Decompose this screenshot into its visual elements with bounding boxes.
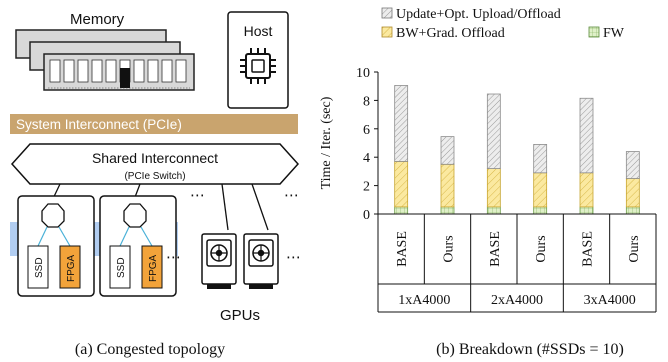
y-tick-label: 10	[356, 66, 370, 81]
x-tick-label: Ours	[627, 235, 642, 262]
y-tick-label: 8	[363, 94, 370, 109]
legend-label-update: Update+Opt. Upload/Offload	[396, 7, 561, 22]
y-axis-label: Time / Iter. (sec)	[319, 96, 334, 189]
x-tick-label: BASE	[395, 231, 410, 267]
y-axis: 0 2 4 6 8 10	[356, 66, 379, 223]
gpus-label: GPUs	[220, 307, 260, 324]
pcie-switch-label: (PCIe Switch)	[124, 171, 185, 182]
topology-panel: Memory Host	[10, 11, 301, 358]
x-group-label: 1xA4000	[398, 293, 450, 308]
bar-segment-update-opt-upload-offload	[579, 97, 594, 174]
memory-module-icon	[15, 29, 195, 91]
legend-swatch-fw	[588, 26, 600, 38]
x-tick-label: BASE	[581, 231, 596, 267]
fpga-label: FPGA	[66, 254, 77, 282]
x-tick-label: Ours	[534, 235, 549, 262]
bar-segment-update-opt-upload-offload	[625, 151, 640, 179]
ssd-label: SSD	[34, 257, 45, 278]
legend-label-fw: FW	[603, 26, 625, 41]
system-interconnect-label: System Interconnect (PCIe)	[16, 117, 182, 132]
y-tick-label: 4	[363, 151, 370, 166]
gpu-card-icon	[243, 233, 279, 289]
chart-caption: (b) Breakdown (#SSDs = 10)	[436, 341, 624, 358]
shared-interconnect-label: Shared Interconnect	[92, 150, 218, 166]
x-group-label: 2xA4000	[491, 293, 543, 308]
fpga-box	[59, 245, 81, 289]
ssd-box	[109, 245, 131, 289]
y-tick-label: 6	[363, 123, 370, 138]
switch-octagon-icon	[123, 203, 147, 228]
gpu-card-icon	[201, 233, 237, 289]
bar-segment-bw-grad-offload	[625, 178, 640, 208]
bar-segment-update-opt-upload-offload	[440, 136, 455, 165]
bar-segment-fw	[440, 206, 455, 215]
bar-segment-bw-grad-offload	[394, 161, 409, 208]
legend-swatch-update	[381, 7, 393, 19]
bar-segment-bw-grad-offload	[440, 163, 455, 208]
bar-segment-fw	[486, 206, 501, 215]
ssd-box	[27, 245, 49, 289]
bar-segment-fw	[394, 206, 409, 215]
bar-segment-fw	[625, 206, 640, 215]
ellipsis-top-left: ⋯	[190, 187, 205, 204]
shared-interconnect-box	[10, 143, 300, 185]
y-tick-label: 2	[363, 180, 370, 195]
fpga-label: FPGA	[148, 254, 159, 282]
storage-node-1: SSD FPGA	[17, 195, 95, 297]
bars	[394, 85, 640, 215]
topology-caption: (a) Congested topology	[75, 341, 225, 358]
bar-segment-bw-grad-offload	[486, 168, 501, 208]
y-tick-label: 0	[363, 208, 370, 223]
bar-segment-bw-grad-offload	[579, 172, 594, 208]
chip-icon	[240, 48, 276, 84]
chart-legend: Update+Opt. Upload/Offload BW+Grad. Offl…	[381, 7, 625, 41]
bar-segment-update-opt-upload-offload	[533, 144, 548, 174]
breakdown-chart: Update+Opt. Upload/Offload BW+Grad. Offl…	[319, 7, 657, 358]
ellipsis-right: ⋯	[286, 249, 301, 266]
x-axis-frame: BASE Ours BASE Ours BASE Ours 1xA4000 2xA4000 3x…	[377, 213, 657, 313]
x-tick-label: BASE	[488, 231, 503, 267]
bar-segment-bw-grad-offload	[533, 172, 548, 208]
legend-label-bw: BW+Grad. Offload	[396, 26, 505, 41]
x-tick-label: Ours	[442, 235, 457, 262]
bar-segment-fw	[579, 206, 594, 215]
fpga-box	[141, 245, 163, 289]
host-label: Host	[244, 23, 273, 39]
bar-segment-update-opt-upload-offload	[394, 85, 409, 162]
ellipsis-mid: ⋯	[166, 249, 181, 266]
bar-segment-update-opt-upload-offload	[486, 93, 501, 169]
bar-segment-fw	[533, 206, 548, 215]
x-group-label: 3xA4000	[584, 293, 636, 308]
switch-octagon-icon	[41, 203, 65, 228]
memory-label: Memory	[70, 11, 125, 28]
ssd-label: SSD	[116, 257, 127, 278]
ellipsis-top-right: ⋯	[284, 187, 299, 204]
system-interconnect-band	[10, 114, 298, 134]
legend-swatch-bw	[381, 26, 393, 38]
storage-node-2: SSD FPGA	[99, 195, 177, 297]
